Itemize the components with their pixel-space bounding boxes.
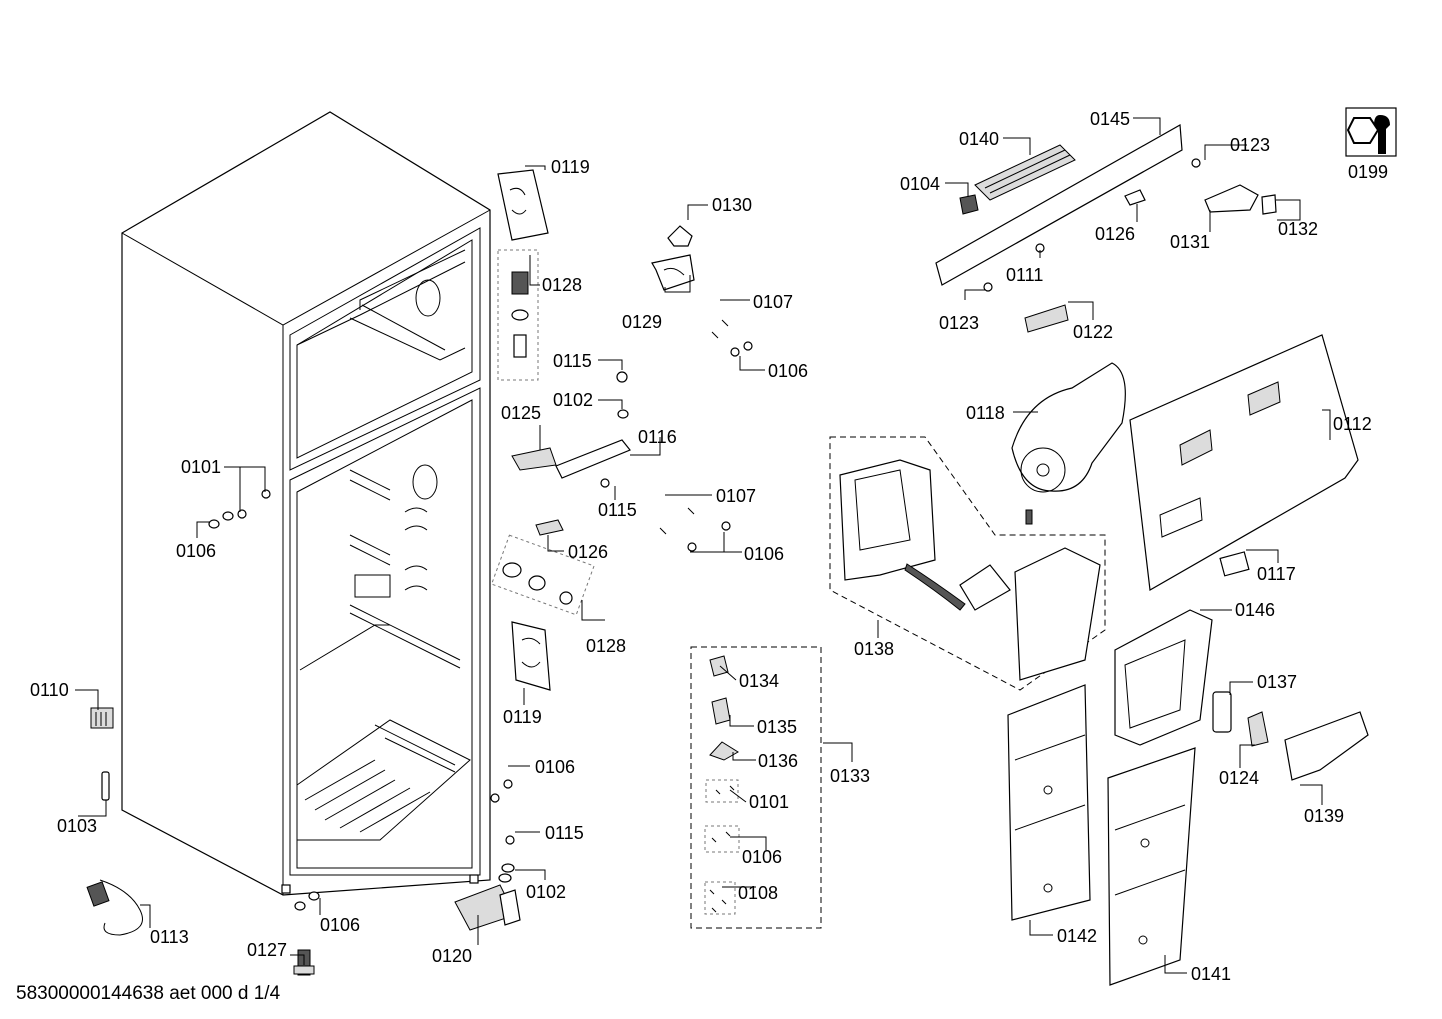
callout-0106: 0106: [320, 915, 360, 935]
callout-0123: 0123: [939, 313, 979, 333]
callout-0131: 0131: [1170, 232, 1210, 252]
callout-0132: 0132: [1278, 219, 1318, 239]
callout-0138: 0138: [854, 639, 894, 659]
callout-0106: 0106: [535, 757, 575, 777]
callout-0146: 0146: [1235, 600, 1275, 620]
callout-0123: 0123: [1230, 135, 1270, 155]
tool-kit-label: 0199: [1348, 162, 1388, 182]
callout-0108: 0108: [738, 883, 778, 903]
callout-0129: 0129: [622, 312, 662, 332]
part-drawings-lower-right: [829, 436, 1369, 986]
callout-0107: 0107: [716, 486, 756, 506]
callout-0101: 0101: [749, 792, 789, 812]
callout-0102: 0102: [526, 882, 566, 902]
callout-0106: 0106: [742, 847, 782, 867]
callout-0111: 0111: [1006, 265, 1043, 285]
callout-0127: 0127: [247, 940, 287, 960]
callout-0110: 0110: [30, 680, 69, 700]
callout-0141: 0141: [1191, 964, 1231, 984]
callout-0116: 0116: [638, 427, 677, 447]
callout-0117: 0117: [1257, 564, 1296, 584]
callout-0120: 0120: [432, 946, 472, 966]
callout-0126: 0126: [1095, 224, 1135, 244]
part-drawings-upper-right: [935, 124, 1359, 591]
callout-0104: 0104: [900, 174, 940, 194]
part-drawings-left: [86, 489, 320, 976]
callout-0115: 0115: [545, 823, 584, 843]
refrigerator-cabinet: [121, 111, 491, 896]
callout-0145: 0145: [1090, 109, 1130, 129]
callout-0102: 0102: [553, 390, 593, 410]
callout-0118: 0118: [966, 403, 1005, 423]
callout-0106: 0106: [176, 541, 216, 561]
callout-0140: 0140: [959, 129, 999, 149]
callout-0119: 0119: [503, 707, 542, 727]
callout-0122: 0122: [1073, 322, 1113, 342]
part-drawings-hinge-column: [454, 169, 631, 931]
callout-0133: 0133: [830, 766, 870, 786]
callout-0130: 0130: [712, 195, 752, 215]
callout-0107: 0107: [753, 292, 793, 312]
callout-0135: 0135: [757, 717, 797, 737]
callout-0113: 0113: [150, 927, 189, 947]
wrench-nut-icon: [1346, 115, 1390, 154]
callout-0136: 0136: [758, 751, 798, 771]
leader-lines: [75, 117, 1331, 974]
callout-0103: 0103: [57, 816, 97, 836]
callout-0137: 0137: [1257, 672, 1297, 692]
callout-0124: 0124: [1219, 768, 1259, 788]
callout-0139: 0139: [1304, 806, 1344, 826]
callout-0101: 0101: [181, 457, 221, 477]
tools-box: 0199: [1345, 107, 1397, 182]
document-code: 58300000144638 aet 000 d 1/4: [16, 983, 281, 1004]
callout-0142: 0142: [1057, 926, 1097, 946]
callout-0115: 0115: [553, 351, 592, 371]
callout-0115: 0115: [598, 500, 637, 520]
part-drawings-middle: [651, 225, 822, 929]
callout-0106: 0106: [744, 544, 784, 564]
callout-0119: 0119: [551, 157, 590, 177]
callout-0106: 0106: [768, 361, 808, 381]
callout-0128: 0128: [542, 275, 582, 295]
callout-0126: 0126: [568, 542, 608, 562]
callout-0112: 0112: [1333, 414, 1372, 434]
callout-0134: 0134: [739, 671, 779, 691]
callout-0125: 0125: [501, 403, 541, 423]
callout-labels: 0101 0106 0110 0103 0113 0127 0106 0119 …: [30, 109, 1372, 984]
callout-0128: 0128: [586, 636, 626, 656]
